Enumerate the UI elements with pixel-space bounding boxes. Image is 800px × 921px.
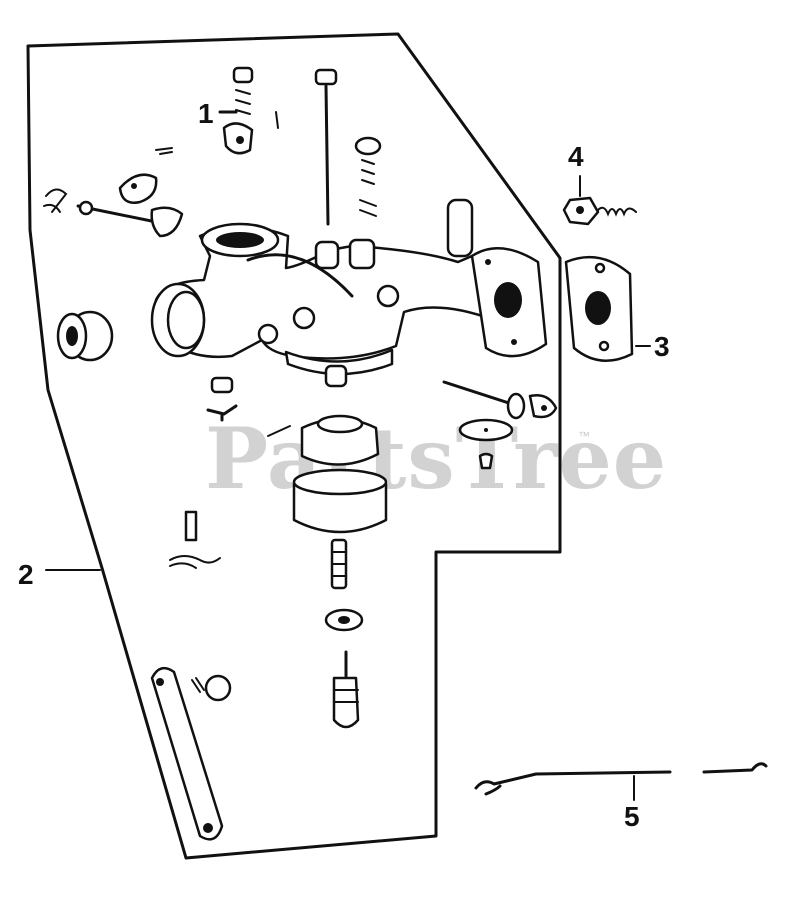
callout-4: 4 — [568, 141, 584, 172]
choke-plate — [458, 418, 514, 470]
float-and-bowl — [292, 414, 388, 534]
bushing — [56, 310, 114, 362]
choke-screw — [354, 136, 382, 217]
callout-3: 3 — [654, 331, 670, 362]
main-needle — [314, 68, 338, 226]
nut-and-spring — [562, 175, 637, 226]
idle-screw-assembly — [218, 66, 279, 155]
small-parts-left — [206, 376, 291, 437]
governor-link — [474, 762, 768, 801]
callout-1: 1 — [198, 98, 214, 129]
gasket-plate-outline — [26, 32, 562, 860]
callout-5: 5 — [624, 801, 640, 832]
watermark: PartsTree ™ — [205, 409, 667, 508]
watermark-text: PartsTree — [205, 409, 667, 508]
needle-and-clip — [169, 510, 221, 569]
throttle-shaft-assembly — [43, 147, 184, 238]
choke-shaft — [442, 380, 558, 420]
flange-gasket — [564, 255, 651, 362]
trademark-symbol: ™ — [578, 429, 590, 443]
bowl-screw-and-jet — [324, 538, 364, 729]
carburetor-body — [150, 198, 548, 388]
callout-2: 2 — [18, 559, 34, 590]
link-rod — [150, 666, 232, 841]
